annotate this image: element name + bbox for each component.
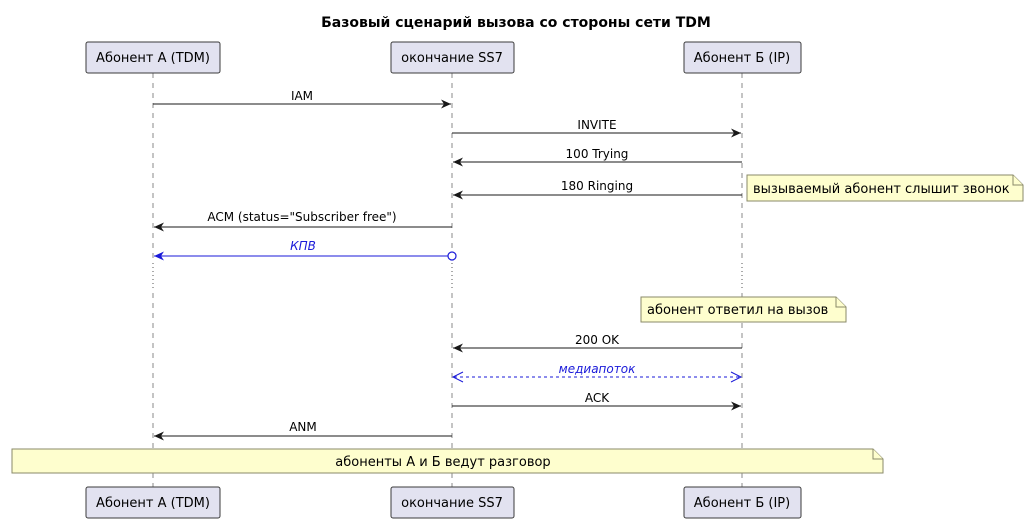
- message-media-stream: медиапоток: [451, 362, 743, 383]
- participant-ss7-bottom: окончание SS7: [390, 486, 515, 519]
- participant-label: Абонент Б (IP): [694, 51, 790, 66]
- message-label: IAM: [291, 89, 313, 103]
- arrowhead: [453, 190, 463, 200]
- note-subscribers-talking: абоненты А и Б ведут разговор: [11, 448, 884, 474]
- arrowhead: [731, 401, 741, 411]
- arrowhead: [731, 128, 741, 138]
- message-anm: ANM: [154, 420, 452, 441]
- arrowhead: [154, 431, 164, 441]
- participant-label: окончание SS7: [401, 496, 503, 511]
- arrowhead: [453, 157, 463, 167]
- participant-abonent-b-top: Абонент Б (IP): [683, 41, 802, 74]
- diagram-title: Базовый сценарий вызова со стороны сети …: [321, 15, 711, 31]
- participant-label: Абонент Б (IP): [694, 496, 790, 511]
- arrowhead-right: [730, 371, 743, 383]
- participant-label: Абонент А (TDM): [96, 51, 210, 66]
- note-text: абоненты А и Б ведут разговор: [335, 455, 550, 470]
- message-200-ok: 200 OK: [453, 333, 742, 353]
- message-label: 200 OK: [575, 333, 620, 347]
- arrowhead: [441, 99, 451, 109]
- message-label: 180 Ringing: [561, 179, 633, 193]
- note-text: вызываемый абонент слышит звонок: [753, 182, 1010, 197]
- message-180-ringing: 180 Ringing: [453, 179, 742, 200]
- note-text: абонент ответил на вызов: [647, 303, 828, 318]
- message-invite: INVITE: [452, 118, 741, 138]
- message-acm: ACM (status="Subscriber free"): [154, 210, 452, 232]
- arrowhead: [453, 343, 463, 353]
- message-label: ACM (status="Subscriber free"): [207, 210, 396, 224]
- message-kpv: КПВ: [154, 239, 457, 261]
- message-label: медиапоток: [559, 362, 636, 376]
- message-label: ANM: [289, 420, 317, 434]
- participant-label: Абонент А (TDM): [96, 496, 210, 511]
- message-label: ACK: [585, 391, 610, 405]
- message-label: INVITE: [577, 118, 616, 132]
- message-label: 100 Trying: [566, 147, 629, 161]
- arrowhead-left: [451, 371, 464, 383]
- participant-label: окончание SS7: [401, 51, 503, 66]
- note-callee-hears-ringing: вызываемый абонент слышит звонок: [746, 174, 1024, 202]
- participant-abonent-b-bottom: Абонент Б (IP): [683, 486, 802, 519]
- message-label: КПВ: [290, 239, 316, 253]
- arrowhead: [154, 251, 164, 261]
- arrowhead: [154, 222, 164, 232]
- message-100-trying: 100 Trying: [453, 147, 742, 167]
- note-subscriber-answered: абонент ответил на вызов: [640, 296, 847, 323]
- participant-abonent-a-bottom: Абонент А (TDM): [85, 486, 221, 519]
- participant-abonent-a-top: Абонент А (TDM): [85, 41, 221, 74]
- message-iam: IAM: [153, 89, 451, 109]
- message-ack: ACK: [452, 391, 741, 411]
- participant-ss7-top: окончание SS7: [390, 41, 515, 74]
- message-origin-circle: [447, 251, 457, 261]
